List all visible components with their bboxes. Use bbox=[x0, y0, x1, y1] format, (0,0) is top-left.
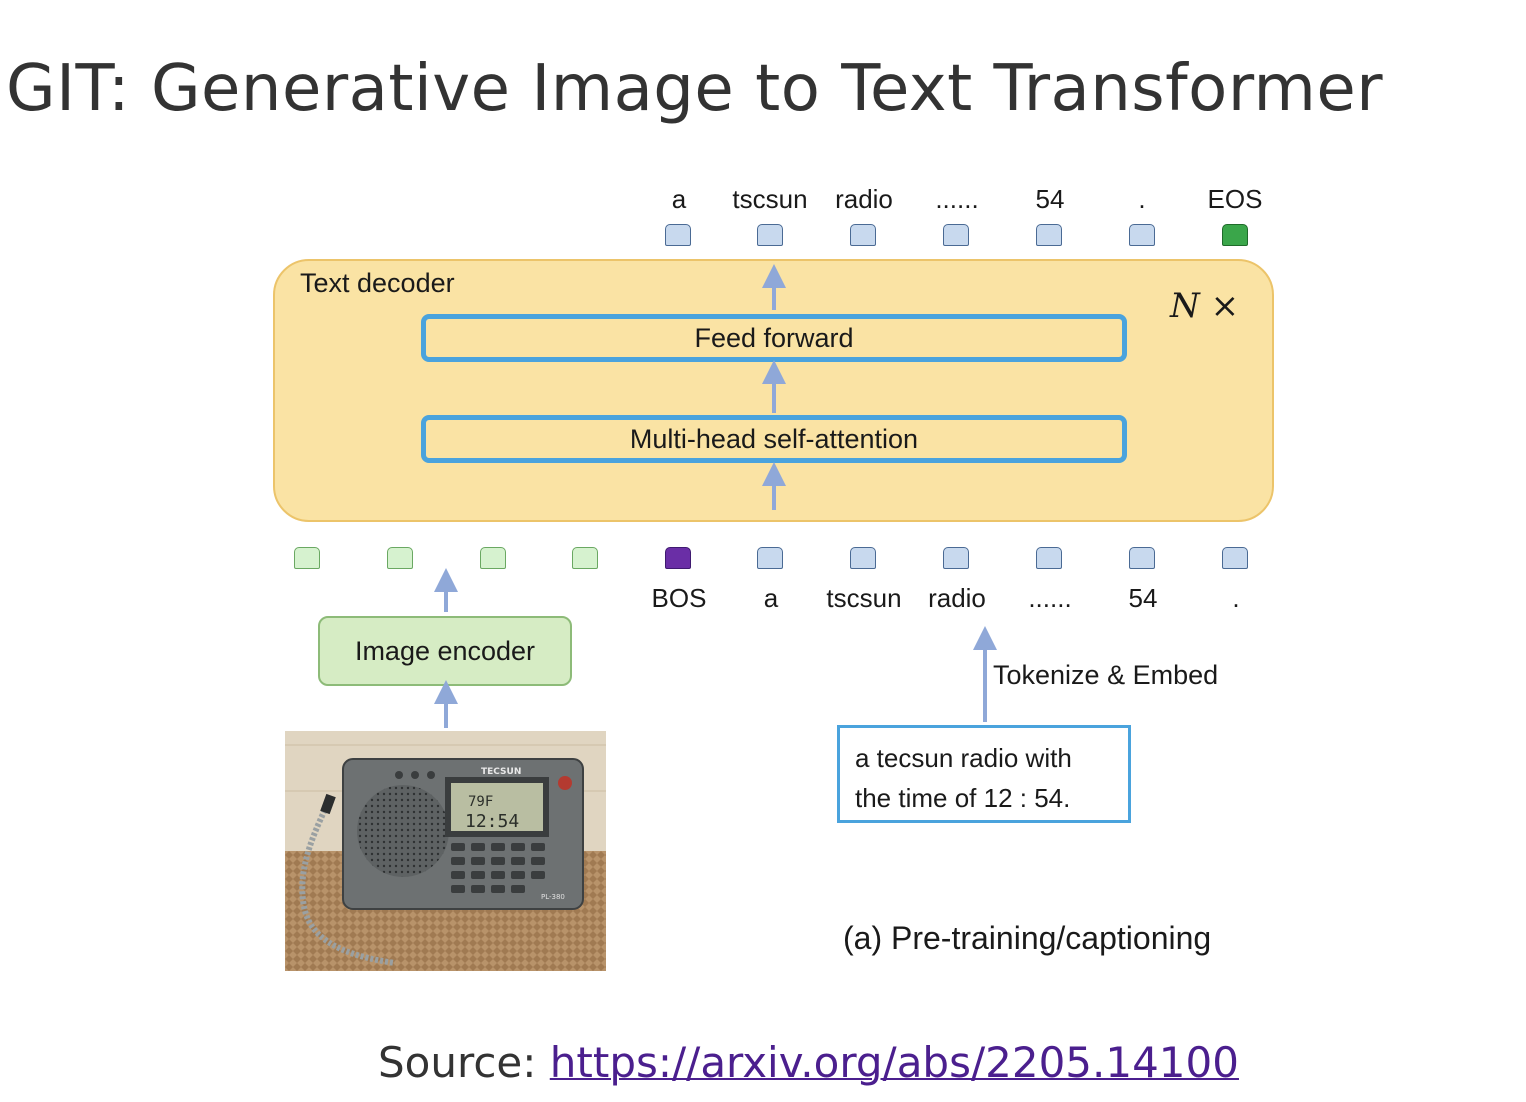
output-token-box bbox=[943, 224, 969, 246]
image-token-box bbox=[572, 547, 598, 569]
source-link[interactable]: https://arxiv.org/abs/2205.14100 bbox=[549, 1038, 1239, 1087]
caption-line: the time of 12 : 54. bbox=[855, 783, 1071, 813]
repeat-n-label: N × bbox=[1170, 286, 1240, 326]
input-token-label: tscsun bbox=[826, 583, 902, 613]
eos-token-box bbox=[1222, 224, 1248, 246]
output-token-box bbox=[1129, 224, 1155, 246]
source-citation: Source: https://arxiv.org/abs/2205.14100 bbox=[378, 1038, 1239, 1087]
image-token-box bbox=[294, 547, 320, 569]
output-token-box bbox=[757, 224, 783, 246]
output-token-label: a bbox=[671, 184, 687, 214]
svg-text:PL-380: PL-380 bbox=[541, 893, 565, 901]
input-token-box bbox=[1036, 547, 1062, 569]
feed-forward-layer: Feed forward bbox=[421, 314, 1127, 362]
page-title: GIT: Generative Image to Text Transforme… bbox=[6, 52, 1384, 126]
input-token-box bbox=[757, 547, 783, 569]
caption-text-box: a tecsun radio with the time of 12 : 54. bbox=[837, 725, 1131, 823]
svg-text:79F: 79F bbox=[468, 794, 493, 810]
text-decoder-label: Text decoder bbox=[300, 268, 455, 298]
caption-line: a tecsun radio with bbox=[855, 743, 1072, 773]
input-token-box bbox=[850, 547, 876, 569]
input-token-label: 54 bbox=[1128, 583, 1158, 613]
output-token-label: ...... bbox=[935, 184, 979, 214]
radio-photo: 79F 12:54 TECSUN PL-380 bbox=[285, 731, 606, 971]
input-token-label: radio bbox=[928, 583, 986, 613]
output-token-label: radio bbox=[835, 184, 893, 214]
source-prefix: Source: bbox=[378, 1038, 550, 1087]
self-attention-label: Multi-head self-attention bbox=[629, 423, 919, 454]
subfigure-label: (a) Pre-training/captioning bbox=[843, 920, 1212, 956]
input-token-label: . bbox=[1232, 583, 1240, 613]
output-token-label: EOS bbox=[1207, 184, 1263, 214]
image-token-box bbox=[480, 547, 506, 569]
input-token-label: a bbox=[763, 583, 779, 613]
input-token-label: ...... bbox=[1028, 583, 1072, 613]
output-token-box bbox=[665, 224, 691, 246]
input-token-box bbox=[943, 547, 969, 569]
output-token-label: tscsun bbox=[732, 184, 808, 214]
output-token-label: 54 bbox=[1035, 184, 1065, 214]
input-token-box bbox=[1129, 547, 1155, 569]
image-encoder-block: Image encoder bbox=[318, 616, 572, 686]
output-token-box bbox=[1036, 224, 1062, 246]
svg-text:12:54: 12:54 bbox=[465, 811, 519, 832]
svg-text:TECSUN: TECSUN bbox=[481, 767, 521, 777]
input-token-label: BOS bbox=[651, 583, 707, 613]
input-token-box bbox=[1222, 547, 1248, 569]
bos-token-box bbox=[665, 547, 691, 569]
feed-forward-label: Feed forward bbox=[694, 322, 854, 353]
output-token-label: . bbox=[1138, 184, 1146, 214]
self-attention-layer: Multi-head self-attention bbox=[421, 415, 1127, 463]
tokenize-embed-label: Tokenize & Embed bbox=[993, 660, 1219, 690]
image-token-box bbox=[387, 547, 413, 569]
output-token-box bbox=[850, 224, 876, 246]
image-encoder-label: Image encoder bbox=[354, 635, 536, 666]
